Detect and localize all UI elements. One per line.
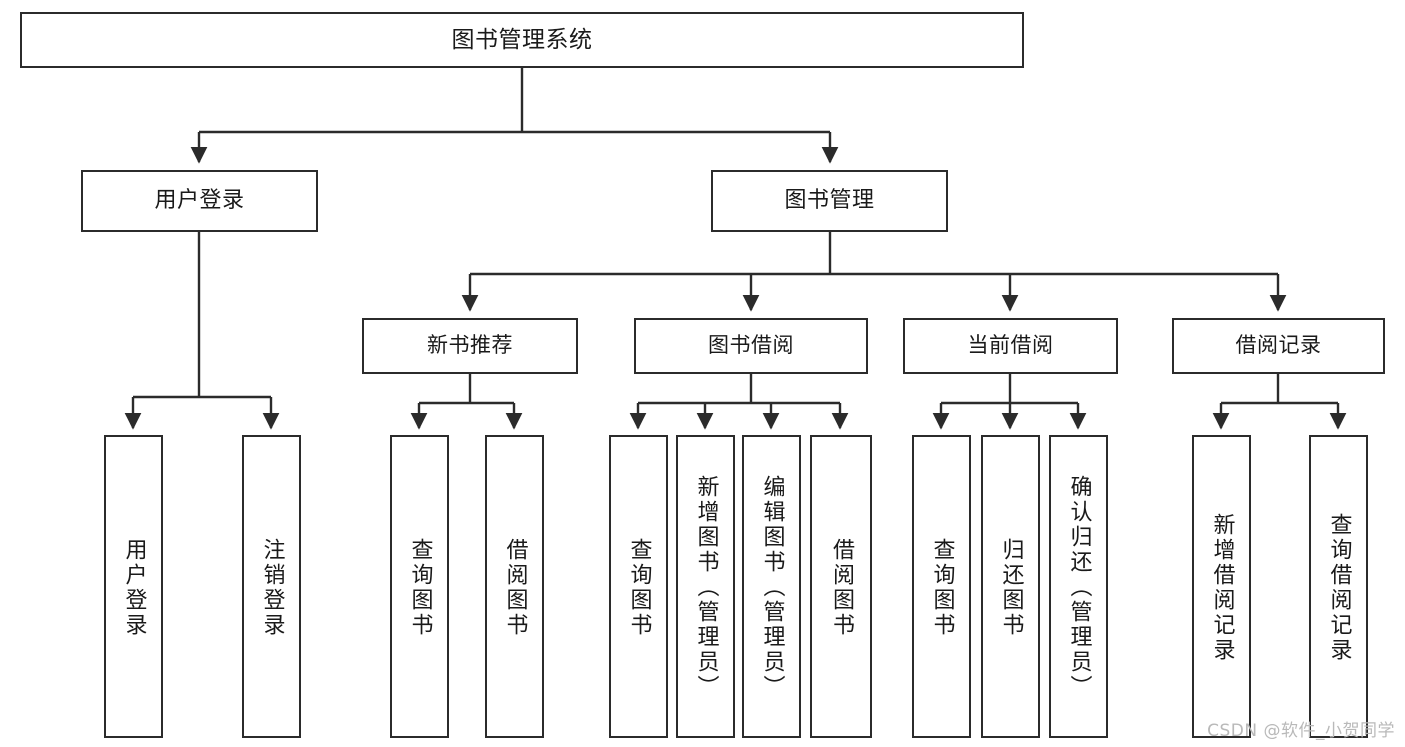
leaf-query-borrow-record[interactable]: 查询借阅记录 xyxy=(1309,435,1368,738)
leaf-borrow-book-recommend[interactable]: 借阅图书 xyxy=(485,435,544,738)
node-new-book-recommend[interactable]: 新书推荐 xyxy=(362,318,578,374)
node-label: 新增借阅记录 xyxy=(1209,512,1235,663)
watermark-text: CSDN @软件_小贺同学 xyxy=(1207,721,1395,741)
leaf-borrow-book[interactable]: 借阅图书 xyxy=(810,435,872,738)
node-current-borrow[interactable]: 当前借阅 xyxy=(903,318,1118,374)
leaf-add-borrow-record[interactable]: 新增借阅记录 xyxy=(1192,435,1251,738)
node-label: 注销登录 xyxy=(259,537,285,638)
node-book-borrow[interactable]: 图书借阅 xyxy=(634,318,868,374)
node-label: 编辑图书（管理员） xyxy=(759,475,785,700)
leaf-edit-book-admin[interactable]: 编辑图书（管理员） xyxy=(742,435,801,738)
node-label: 借阅图书 xyxy=(828,537,854,638)
leaf-confirm-return-admin[interactable]: 确认归还（管理员） xyxy=(1049,435,1108,738)
node-label: 确认归还（管理员） xyxy=(1066,475,1092,700)
leaf-user-login[interactable]: 用户登录 xyxy=(104,435,163,738)
node-label: 图书借阅 xyxy=(708,333,794,358)
node-root-system[interactable]: 图书管理系统 xyxy=(20,12,1024,68)
node-label: 查询借阅记录 xyxy=(1326,512,1352,663)
node-label: 新书推荐 xyxy=(427,333,513,358)
leaf-query-book-recommend[interactable]: 查询图书 xyxy=(390,435,449,738)
node-label: 归还图书 xyxy=(998,537,1024,638)
node-book-management[interactable]: 图书管理 xyxy=(711,170,948,232)
node-label: 图书管理系统 xyxy=(451,26,593,53)
node-label: 查询图书 xyxy=(929,537,955,638)
node-label: 查询图书 xyxy=(407,537,433,638)
node-label: 借阅记录 xyxy=(1235,333,1322,358)
leaf-query-book-borrow[interactable]: 查询图书 xyxy=(609,435,668,738)
leaf-query-book-current[interactable]: 查询图书 xyxy=(912,435,971,738)
node-user-login[interactable]: 用户登录 xyxy=(81,170,318,232)
leaf-add-book-admin[interactable]: 新增图书（管理员） xyxy=(676,435,735,738)
node-borrow-record[interactable]: 借阅记录 xyxy=(1172,318,1385,374)
node-label: 用户登录 xyxy=(154,187,245,213)
node-label: 新增图书（管理员） xyxy=(693,475,719,700)
node-label: 用户登录 xyxy=(121,537,147,638)
node-label: 图书管理 xyxy=(784,187,875,213)
leaf-logout[interactable]: 注销登录 xyxy=(242,435,301,738)
node-label: 查询图书 xyxy=(626,537,652,638)
node-label: 借阅图书 xyxy=(502,537,528,638)
node-label: 当前借阅 xyxy=(967,333,1054,358)
leaf-return-book[interactable]: 归还图书 xyxy=(981,435,1040,738)
